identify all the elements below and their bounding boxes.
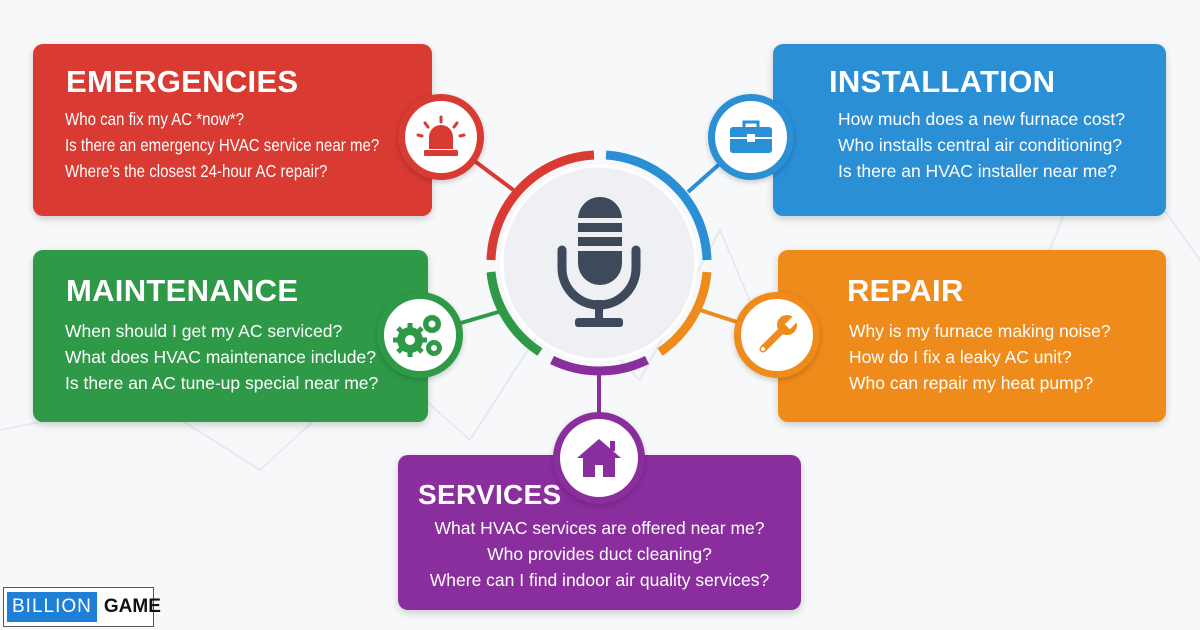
card-title: SERVICES — [418, 479, 562, 510]
question: What HVAC services are offered near me? — [434, 518, 765, 538]
logo-part2: GAME — [103, 596, 161, 617]
question: Why is my furnace making noise? — [849, 321, 1111, 341]
billion-game-logo: BILLION GAME — [3, 587, 161, 627]
services-card: SERVICES What HVAC services are offered … — [398, 455, 801, 610]
question: Is there an AC tune-up special near me? — [65, 373, 379, 393]
card-title: MAINTENANCE — [66, 273, 299, 308]
repair-card: REPAIR Why is my furnace making noise? Ho… — [778, 250, 1166, 422]
question: Who installs central air conditioning? — [838, 135, 1123, 155]
card-title: REPAIR — [847, 273, 964, 308]
question: Where’s the closest 24-hour AC repair? — [65, 161, 328, 181]
question: When should I get my AC serviced? — [65, 321, 343, 341]
question: Is there an emergency HVAC service near … — [65, 135, 380, 155]
microphone-icon — [557, 197, 641, 327]
card-title: EMERGENCIES — [66, 64, 299, 99]
question: How much does a new furnace cost? — [838, 109, 1125, 129]
gears-icon — [377, 292, 463, 378]
installation-card: INSTALLATION How much does a new furnace… — [773, 44, 1166, 216]
house-icon — [553, 412, 645, 504]
question: How do I fix a leaky AC unit? — [849, 347, 1072, 367]
card-title: INSTALLATION — [829, 64, 1056, 99]
question: What does HVAC maintenance include? — [65, 347, 376, 367]
question: Who can fix my AC *now*? — [65, 109, 245, 129]
emergencies-card: EMERGENCIES Who can fix my AC *now*? Is t… — [33, 44, 432, 216]
toolbox-icon — [708, 94, 794, 180]
logo-part1: BILLION — [7, 592, 97, 622]
question: Is there an HVAC installer near me? — [838, 161, 1117, 181]
alarm-light-icon — [398, 94, 484, 180]
question: Who can repair my heat pump? — [849, 373, 1094, 393]
wrench-icon — [734, 292, 820, 378]
maintenance-card: MAINTENANCE When should I get my AC serv… — [33, 250, 428, 422]
question: Where can I find indoor air quality serv… — [429, 570, 770, 590]
question: Who provides duct cleaning? — [487, 544, 712, 564]
